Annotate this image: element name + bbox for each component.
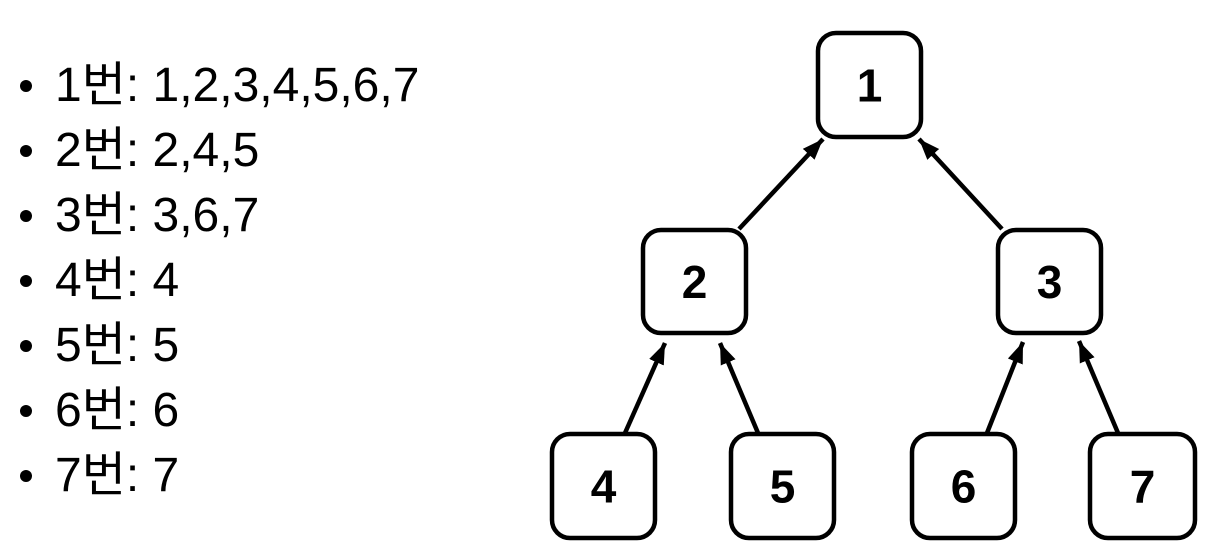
edge-2-to-1 (737, 137, 825, 231)
node-label: 7 (1130, 461, 1156, 513)
list-item: 2번: 2,4,5 (20, 118, 419, 183)
list-item-text: 3번: 3,6,7 (55, 188, 260, 242)
list-item-text: 2번: 2,4,5 (55, 123, 260, 177)
edge-4-to-2 (622, 342, 668, 434)
node-box (640, 227, 749, 336)
node-box (549, 431, 658, 541)
bullet-icon (20, 469, 32, 482)
edge-3-to-1 (917, 137, 1004, 231)
edge-7-to-3 (1076, 340, 1121, 434)
node-box (815, 30, 924, 140)
bullet-icon (20, 274, 32, 287)
edge-6-to-3 (984, 341, 1026, 434)
bullet-icon (20, 144, 32, 157)
tree-edges (622, 137, 1121, 434)
node-label: 4 (591, 461, 617, 513)
edge-5-to-2 (717, 342, 761, 434)
tree-node-2: 2 (640, 227, 749, 336)
node-label: 5 (770, 461, 796, 513)
list-item: 4번: 4 (20, 248, 419, 313)
bullet-icon (20, 79, 32, 92)
list-item-text: 5번: 5 (55, 318, 180, 372)
tree-node-6: 6 (909, 431, 1018, 541)
node-label: 1 (857, 60, 883, 112)
list-item-text: 7번: 7 (55, 448, 180, 502)
list-item: 7번: 7 (20, 443, 419, 508)
bullet-icon (20, 339, 32, 352)
bullet-icon (20, 404, 32, 417)
list-item-text: 6번: 6 (55, 383, 180, 437)
list-item: 3번: 3,6,7 (20, 183, 419, 248)
list-item-text: 4번: 4 (55, 253, 180, 307)
list-item: 1번: 1,2,3,4,5,6,7 (20, 53, 419, 118)
adjacency-list: 1번: 1,2,3,4,5,6,7 2번: 2,4,5 3번: 3,6,7 4번… (20, 53, 419, 508)
tree-node-1: 1 (815, 30, 924, 140)
tree-node-3: 3 (995, 227, 1104, 336)
list-item: 5번: 5 (20, 313, 419, 378)
bullet-icon (20, 209, 32, 222)
tree-node-7: 7 (1087, 431, 1198, 541)
tree-node-4: 4 (549, 431, 658, 541)
tree-node-5: 5 (728, 431, 837, 541)
node-box (909, 431, 1018, 541)
node-label: 6 (951, 461, 977, 513)
list-item: 6번: 6 (20, 378, 419, 443)
list-item-text: 1번: 1,2,3,4,5,6,7 (55, 58, 420, 112)
node-box (728, 431, 837, 541)
node-box (995, 227, 1104, 336)
node-box (1087, 431, 1198, 541)
node-label: 3 (1037, 256, 1063, 308)
node-label: 2 (682, 256, 708, 308)
